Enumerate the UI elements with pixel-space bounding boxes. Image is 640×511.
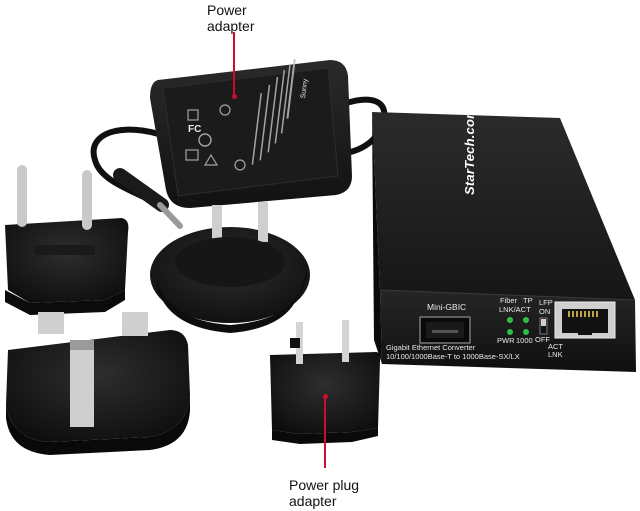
status-leds [507, 317, 529, 335]
fiber-led-label: Fiber [500, 296, 518, 305]
converter-brand-label: StarTech.com [462, 107, 477, 195]
power-adapter-leader-dot [231, 94, 237, 99]
lnk-label: LNK [548, 350, 563, 359]
plug-adapter-uk [6, 312, 190, 455]
plug-adapter-round [150, 202, 310, 333]
rj45-port [554, 301, 616, 339]
sfp-port [419, 316, 471, 344]
plug-adapter-leader-dot [322, 394, 328, 399]
lfp-switch [539, 317, 548, 335]
fc-mark: FC [188, 124, 202, 135]
lfp-off-label: OFF [535, 335, 550, 344]
plug-adapter-eu [5, 165, 129, 315]
model-line-1: Gigabit Ethernet Converter [386, 343, 476, 352]
pwr-label: PWR [497, 336, 515, 345]
plug-adapter-leader-line [324, 396, 326, 468]
plug-adapter-callout: Power plug adapter [289, 477, 360, 509]
lnk-act-label: LNK/ACT [499, 305, 531, 314]
lfp-label: LFP [539, 298, 553, 307]
act-label: ACT [548, 342, 563, 351]
model-line-2: 10/100/1000Base-T to 1000Base-SX/LX [386, 352, 520, 361]
plug-adapter-us [270, 320, 380, 444]
power-adapter-callout: Power adapter [207, 2, 255, 34]
power-adapter-leader-line [233, 32, 235, 96]
lfp-on-label: ON [539, 307, 551, 316]
sfp-port-label: Mini-GBIC [427, 302, 467, 312]
speed-label: 1000 [516, 336, 533, 345]
media-converter [372, 112, 636, 372]
power-adapter [150, 59, 352, 208]
tp-led-label: TP [523, 296, 533, 305]
